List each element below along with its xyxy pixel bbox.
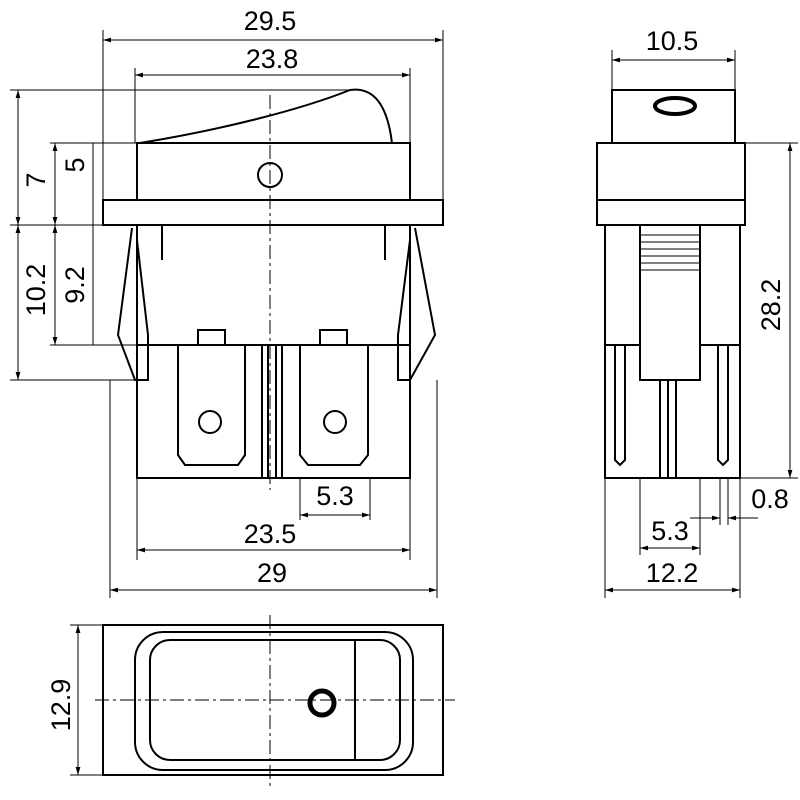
flange <box>102 199 444 226</box>
top-indicator <box>307 688 337 718</box>
dim-9-2: 9.2 <box>60 266 90 304</box>
dim-12-2: 12.2 <box>646 558 699 588</box>
front-view: 29.5 23.8 7 5 10.2 9.2 5.3 23.5 29 <box>10 6 444 598</box>
top-bezel <box>134 631 414 771</box>
dim-5-3-side: 5.3 <box>651 516 689 546</box>
terminal-right <box>299 329 369 466</box>
left-clip <box>116 227 149 381</box>
side-terminals <box>605 344 740 478</box>
dim-12-9: 12.9 <box>46 679 76 732</box>
dim-23-5: 23.5 <box>244 519 297 549</box>
dim-7: 7 <box>21 172 51 187</box>
dim-29-5: 29.5 <box>244 6 297 36</box>
indicator <box>653 96 697 116</box>
center-divider <box>261 345 283 478</box>
side-housing <box>604 225 741 479</box>
dim-5-3-front: 5.3 <box>316 481 354 511</box>
top-view: 12.9 <box>46 615 455 790</box>
side-view: 10.5 28.2 0.8 5.3 12.2 <box>596 26 798 598</box>
housing-ribs <box>161 225 386 260</box>
bezel <box>136 142 411 201</box>
side-bezel <box>596 142 746 226</box>
dim-5: 5 <box>60 157 90 172</box>
indicator-hole <box>257 162 283 188</box>
stem <box>639 224 701 381</box>
right-clip <box>397 227 437 381</box>
spring <box>640 234 700 271</box>
dim-29: 29 <box>257 558 287 588</box>
housing <box>136 225 411 479</box>
dim-0-8: 0.8 <box>751 484 789 514</box>
dim-10-2: 10.2 <box>21 264 51 317</box>
dim-23-8: 23.8 <box>246 44 299 74</box>
dim-10-5: 10.5 <box>646 26 699 56</box>
terminal-left <box>177 329 246 466</box>
rocker <box>139 88 393 144</box>
dim-28-2: 28.2 <box>756 279 786 332</box>
